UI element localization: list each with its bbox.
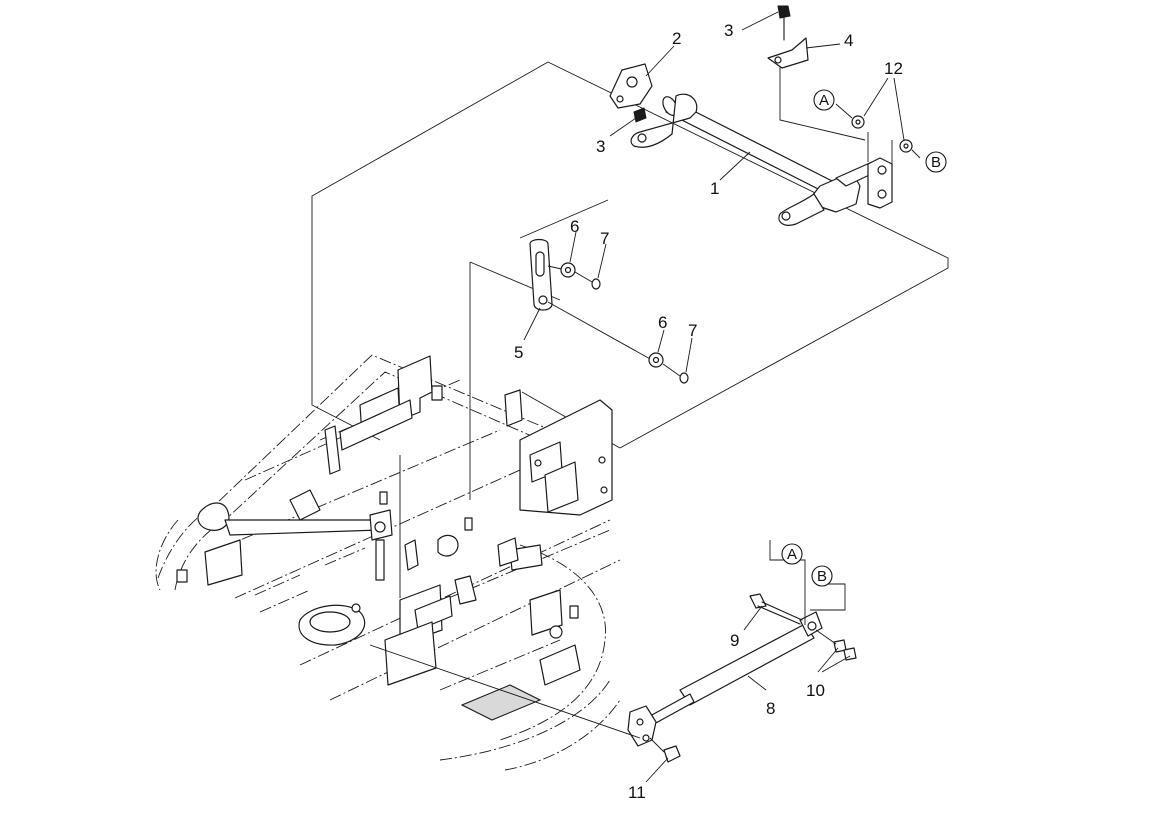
washer-part-12 <box>851 115 913 153</box>
callout-5: 5 <box>514 343 523 362</box>
link-plate-part-5 <box>529 238 653 361</box>
callout-4: 4 <box>844 31 853 50</box>
bracket-part-2 <box>609 63 653 109</box>
callout-7: 7 <box>600 229 609 248</box>
reference-marker-a: A <box>781 543 803 565</box>
callout-3: 3 <box>724 21 733 40</box>
callout-9: 9 <box>730 631 739 650</box>
frame-brackets <box>176 355 613 721</box>
clip-part-11 <box>649 737 681 763</box>
callout-6: 6 <box>570 217 579 236</box>
svg-text:A: A <box>819 92 829 109</box>
bolt-part-3 <box>633 5 791 123</box>
callout-11: 11 <box>628 783 646 802</box>
callout-3: 3 <box>596 137 605 156</box>
gas-spring-part-8 <box>369 611 823 747</box>
callout-7: 7 <box>688 321 697 340</box>
svg-text:A: A <box>787 546 797 563</box>
callout-12: 12 <box>884 59 903 78</box>
reference-markers: A B A B <box>781 89 947 587</box>
nut-part-10 <box>815 629 857 661</box>
reference-marker-b: B <box>925 151 947 173</box>
svg-text:B: B <box>931 154 941 171</box>
svg-text:B: B <box>817 568 827 585</box>
projection-planes <box>311 61 949 598</box>
reference-marker-b: B <box>811 565 833 587</box>
shaft-assembly-part-1 <box>630 93 893 226</box>
callout-6: 6 <box>658 313 667 332</box>
reference-marker-a: A <box>813 89 835 111</box>
clip-part-7 <box>574 271 689 384</box>
callout-8: 8 <box>766 699 775 718</box>
bolt-part-9 <box>749 593 803 625</box>
callout-labels: 1 2 3 3 4 5 6 6 7 7 8 9 10 11 12 <box>514 21 903 802</box>
callout-1: 1 <box>710 179 719 198</box>
bracket-part-4 <box>767 37 809 69</box>
leader-lines <box>523 11 921 783</box>
callout-10: 10 <box>806 681 825 700</box>
washer-part-6 <box>560 262 664 368</box>
callout-2: 2 <box>672 29 681 48</box>
